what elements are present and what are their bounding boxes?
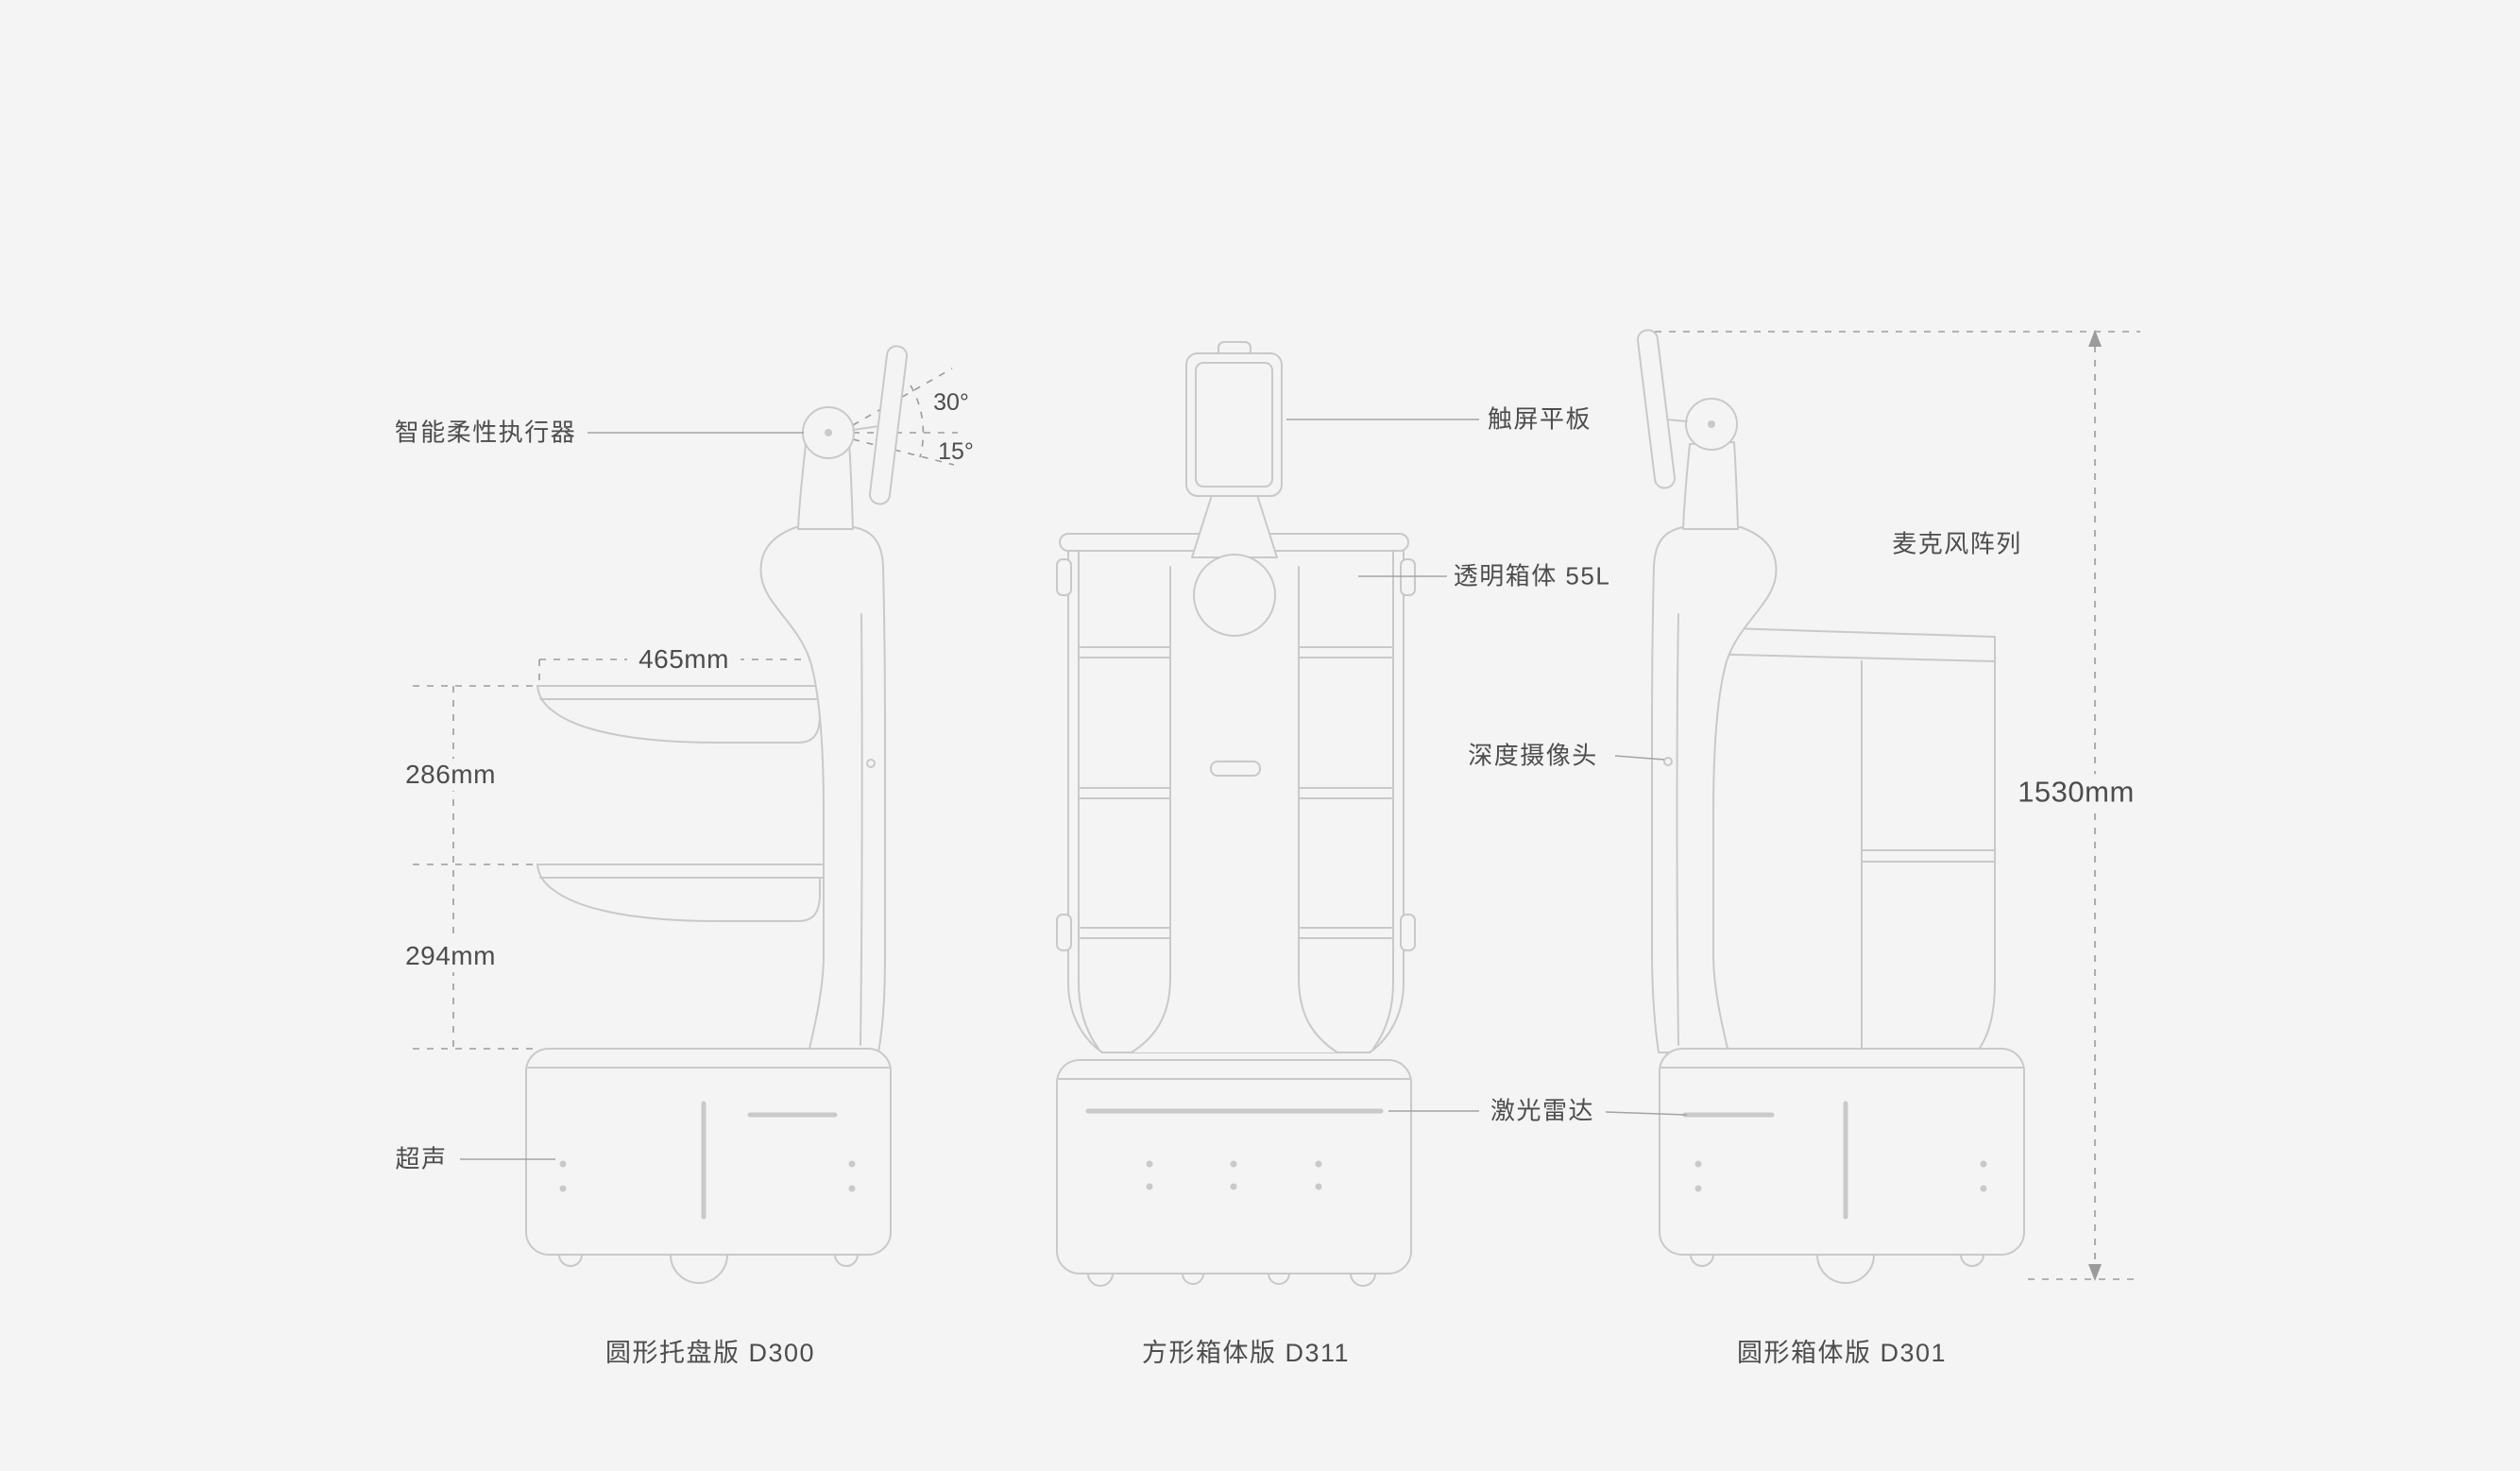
label-ultrasonic: 超声 xyxy=(395,1144,448,1173)
depth-camera-dot-d300 xyxy=(866,759,876,768)
depth-camera-dot-d301 xyxy=(1663,757,1673,766)
label-tray-gap-lower: 294mm xyxy=(394,940,507,972)
caption-d301: 圆形箱体版 D301 xyxy=(1736,1338,1948,1367)
label-depth-camera: 深度摄像头 xyxy=(1468,741,1598,770)
caption-d300: 圆形托盘版 D300 xyxy=(604,1338,816,1367)
base-d300 xyxy=(525,1048,892,1256)
robot-d300-drawing xyxy=(525,345,909,1284)
label-tilt-down-angle: 15° xyxy=(938,438,974,465)
label-transparent-box: 透明箱体 55L xyxy=(1453,561,1611,590)
label-actuator: 智能柔性执行器 xyxy=(394,418,577,447)
label-tray-gap-upper: 286mm xyxy=(394,759,507,791)
base-d301 xyxy=(1659,1048,2025,1256)
label-tilt-up-angle: 30° xyxy=(933,389,969,416)
leader-lines xyxy=(460,419,1688,1160)
neck-hub xyxy=(1193,554,1276,637)
tray-upper xyxy=(536,685,850,744)
label-touch-tablet: 触屏平板 xyxy=(1487,404,1592,434)
tray-lower xyxy=(536,864,850,923)
robot-d311-drawing xyxy=(1056,341,1416,1287)
label-lidar: 激光雷达 xyxy=(1490,1096,1595,1125)
label-overall-height: 1530mm xyxy=(2006,774,2146,810)
label-tray-width: 465mm xyxy=(627,643,741,676)
tablet-d311 xyxy=(1185,352,1283,497)
caption-d311: 方形箱体版 D311 xyxy=(1141,1338,1351,1367)
handle-slot xyxy=(1210,761,1261,777)
robot-d301-drawing xyxy=(1636,329,2025,1284)
label-mic-array: 麦克风阵列 xyxy=(1892,529,2022,558)
screen-edge-d301 xyxy=(1636,329,1677,489)
screen-edge-d300 xyxy=(868,345,909,505)
